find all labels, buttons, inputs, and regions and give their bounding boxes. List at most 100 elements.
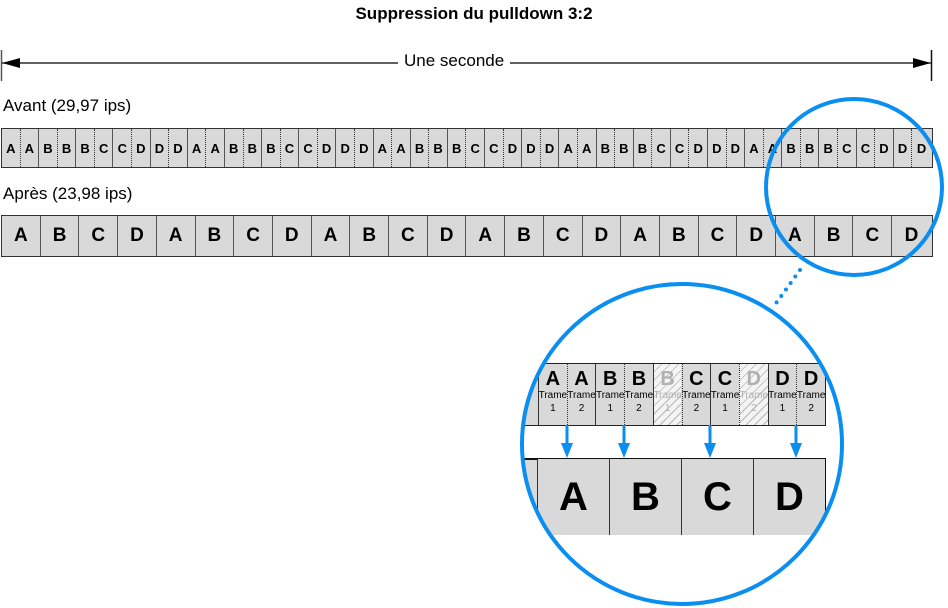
field-word: Trame xyxy=(653,390,682,401)
field-word: Trame xyxy=(595,390,625,401)
field-word: Trame xyxy=(538,390,568,401)
frame-cell: A xyxy=(621,216,660,256)
field-cell: B xyxy=(429,129,448,167)
field-cell: C xyxy=(652,129,671,167)
frame-cell: B xyxy=(815,216,854,256)
field-number: 1 xyxy=(664,403,671,414)
output-frame: B xyxy=(609,459,681,535)
zoom-detail-circle xyxy=(520,282,844,606)
before-label: Avant (29,97 ips) xyxy=(3,96,132,115)
duration-label: Une seconde xyxy=(398,51,511,71)
field-letter: D xyxy=(746,368,761,390)
field-cell: D xyxy=(151,129,170,167)
field-cell: B xyxy=(615,129,634,167)
frame-cell: D xyxy=(583,216,622,256)
field-cell: B xyxy=(801,129,820,167)
field-cell: C xyxy=(838,129,857,167)
field-cell: C xyxy=(113,129,133,167)
field-cell: D xyxy=(132,129,151,167)
field-cell: B xyxy=(76,129,95,167)
field-cell: A xyxy=(578,129,597,167)
down-arrow-icon xyxy=(561,443,573,458)
field-cell: B xyxy=(782,129,801,167)
field-letter: D xyxy=(775,368,790,390)
field-cell: B xyxy=(244,129,263,167)
field-cell: D xyxy=(169,129,188,167)
field-word: Trame xyxy=(624,390,654,401)
field-cell: B xyxy=(225,129,244,167)
field-cell: B xyxy=(411,129,430,167)
field-word: Trame xyxy=(768,390,797,401)
field-cell: D xyxy=(355,129,374,167)
field-number: 2 xyxy=(693,403,700,414)
field-cell: B xyxy=(58,129,77,167)
frame-cell: D xyxy=(118,216,157,256)
field-cell: D xyxy=(708,129,727,167)
field-cell: D xyxy=(689,129,708,167)
frame-cell: B xyxy=(350,216,390,256)
field-cell: A xyxy=(559,129,578,167)
frame-cell: B xyxy=(505,216,544,256)
frame-cell: D xyxy=(737,216,777,256)
field-letter: D xyxy=(803,368,819,390)
frame-cell: C xyxy=(389,216,428,256)
field-cell: D xyxy=(541,129,560,167)
field-letter: B xyxy=(660,368,675,390)
down-arrow-icon xyxy=(790,443,802,458)
frame-cell: A xyxy=(157,216,196,256)
frame-cell: A xyxy=(466,216,506,256)
field-number: 1 xyxy=(779,403,786,414)
frame-cell: C xyxy=(699,216,738,256)
field-letter: B xyxy=(631,368,647,390)
diagram-title: Suppression du pulldown 3:2 xyxy=(355,4,593,23)
field-number: 1 xyxy=(722,403,728,414)
frame-cell: B xyxy=(41,216,80,256)
field-cell: A xyxy=(188,129,207,167)
field-word: Trame xyxy=(710,390,740,401)
field-cell: D xyxy=(894,129,913,167)
field-letter: C xyxy=(689,368,704,390)
field-word: Trame xyxy=(682,390,711,401)
field-cell: D xyxy=(875,129,894,167)
field-cell: C xyxy=(299,129,318,167)
field-word: Trame xyxy=(567,390,596,401)
frame-cell: B xyxy=(660,216,699,256)
field-letter: A xyxy=(545,368,561,390)
callout-connector xyxy=(772,268,802,308)
frame-cell: A xyxy=(312,216,351,256)
field-number: 2 xyxy=(808,403,814,414)
frame-cell: D xyxy=(273,216,312,256)
field-cell: A xyxy=(206,129,225,167)
field-cell: C xyxy=(281,129,300,167)
field-cell: D xyxy=(318,129,337,167)
field-number: 1 xyxy=(607,403,614,414)
field-cell: D xyxy=(336,129,355,167)
frame-cell: C xyxy=(79,216,119,256)
field-cell: B xyxy=(448,129,467,167)
field-cell: A xyxy=(392,129,411,167)
field-word: Trame xyxy=(739,390,768,401)
field-cell: B xyxy=(262,129,281,167)
frame-cell: A xyxy=(776,216,815,256)
field-cell: C xyxy=(485,129,504,167)
field-cell: A xyxy=(2,129,21,167)
field-cell: B xyxy=(597,129,616,167)
field-cell: B xyxy=(634,129,653,167)
field-cell: A xyxy=(21,129,40,167)
frame-cell: B xyxy=(196,216,235,256)
output-frame: C xyxy=(681,459,753,535)
field-cell: D xyxy=(916,140,927,156)
field-number: 1 xyxy=(550,403,556,414)
field-cell: C xyxy=(671,129,690,167)
output-frame: D xyxy=(753,459,825,535)
